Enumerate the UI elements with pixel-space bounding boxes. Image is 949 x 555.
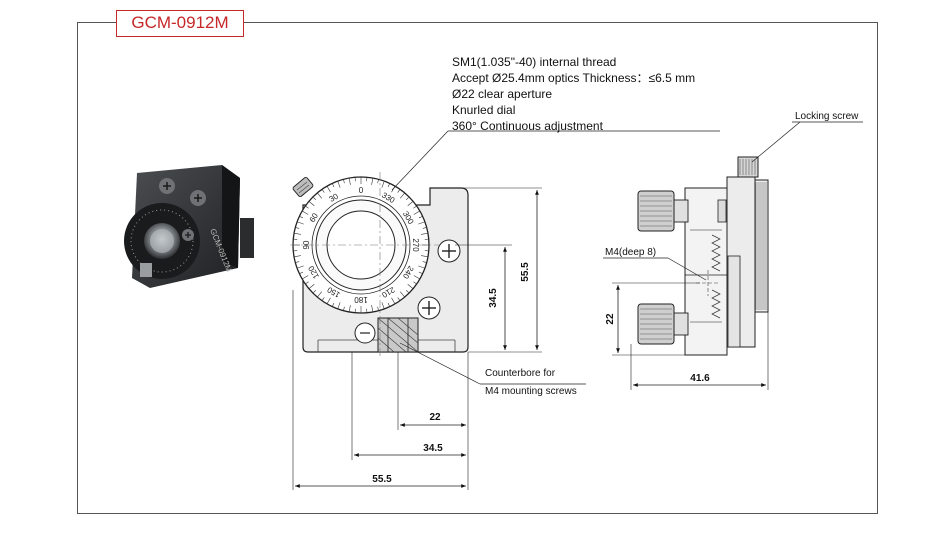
dial-label: 180 [354, 295, 368, 304]
dim-side-depth: 41.6 [690, 373, 710, 384]
dial-tick [326, 185, 331, 193]
callout-locking-screw: Locking screw [795, 111, 859, 122]
dial-tick [422, 261, 427, 263]
dial-tick [399, 192, 405, 199]
dial-tick [381, 302, 385, 310]
dial-tick [422, 227, 427, 229]
dial-tick [418, 271, 423, 275]
dial-tick [305, 281, 309, 285]
side-view [637, 156, 769, 356]
dial-tick [337, 302, 341, 310]
dial-tick [308, 201, 315, 207]
dial-tick [377, 179, 379, 184]
dial-tick [397, 297, 401, 301]
dim-bottom-22: 22 [429, 412, 441, 423]
dial-tick [295, 227, 300, 229]
spec-dial: Knurled dial [452, 103, 515, 117]
dial-tick [301, 210, 309, 215]
dial-tick [348, 177, 351, 185]
dim-bottom-34-5: 34.5 [423, 443, 443, 454]
callout-m4-tap: M4(deep 8) [605, 247, 656, 258]
dial-tick [377, 306, 379, 311]
dial-tick [317, 192, 323, 199]
dim-front-hole-height: 34.5 [488, 288, 499, 308]
dial-tick [418, 221, 426, 225]
dial-tick [331, 183, 335, 188]
dim-front-height: 55.5 [520, 262, 531, 282]
dim-bottom-55-5: 55.5 [372, 474, 392, 485]
product-photo: GCM-0912M [124, 165, 254, 288]
dial-tick [343, 306, 345, 311]
dial-tick [413, 205, 417, 209]
spec-rotation: 360° Continuous adjustment [452, 119, 604, 133]
dial-tick [293, 255, 301, 258]
dial-tick-marks [293, 177, 429, 313]
dial-tick [421, 232, 429, 235]
dial-tick [293, 232, 301, 235]
model-number-label: GCM-0912M [116, 10, 244, 37]
dial-tick [296, 265, 304, 269]
spec-optics: Accept Ø25.4mm optics Thickness：≤6.5 mm [452, 71, 695, 85]
dial-tick [326, 297, 331, 305]
dial-tick [312, 290, 316, 294]
dial-tick [371, 305, 374, 313]
dial-tick [312, 196, 316, 200]
spec-thread: SM1(1.035"-40) internal thread [452, 55, 616, 69]
dial-tick [301, 275, 309, 280]
dial-tick [295, 261, 300, 263]
dial-tick [308, 283, 315, 289]
dial-tick [413, 281, 417, 285]
dim-side-22: 22 [605, 313, 616, 325]
dial-tick [371, 177, 374, 185]
dial-tick [413, 210, 421, 215]
dial-tick [406, 290, 410, 294]
dial-tick [407, 201, 414, 207]
dial-tick [305, 205, 309, 209]
dial-tick [407, 283, 414, 289]
dial-tick [299, 271, 304, 275]
dial-tick [406, 196, 410, 200]
dial-tick [413, 275, 421, 280]
dial-tick [317, 291, 323, 298]
dial-tick [397, 189, 401, 193]
dial-tick [321, 189, 325, 193]
dial-label: 270 [411, 238, 420, 252]
callout-counterbore-line2: M4 mounting screws [485, 386, 577, 397]
dial-tick [421, 255, 429, 258]
dial-tick [381, 180, 385, 188]
dial-tick [343, 179, 345, 184]
dial-tick [337, 180, 341, 188]
dial-tick [299, 215, 304, 219]
side-dimensions: Locking screw M4(deep 8) 22 41.6 [603, 111, 863, 390]
dial-tick [418, 265, 426, 269]
callout-counterbore-line1: Counterbore for [485, 368, 556, 379]
drawing-frame [77, 22, 878, 514]
dial-tick [296, 221, 304, 225]
dial-tick [387, 302, 391, 307]
dial-tick [399, 291, 405, 298]
dial-label: 0 [359, 186, 364, 195]
dial-tick [418, 215, 423, 219]
front-dimensions: 55.5 34.5 22 34.5 55.5 Counterbore for M… [292, 187, 586, 490]
dial-tick [348, 305, 351, 313]
dial-tick [391, 297, 396, 305]
dial-tick [331, 302, 335, 307]
dial-tick [321, 297, 325, 301]
spec-block: SM1(1.035"-40) internal thread Accept Ø2… [391, 55, 720, 191]
spec-aperture: Ø22 clear aperture [452, 87, 552, 101]
dial-tick [387, 183, 391, 188]
